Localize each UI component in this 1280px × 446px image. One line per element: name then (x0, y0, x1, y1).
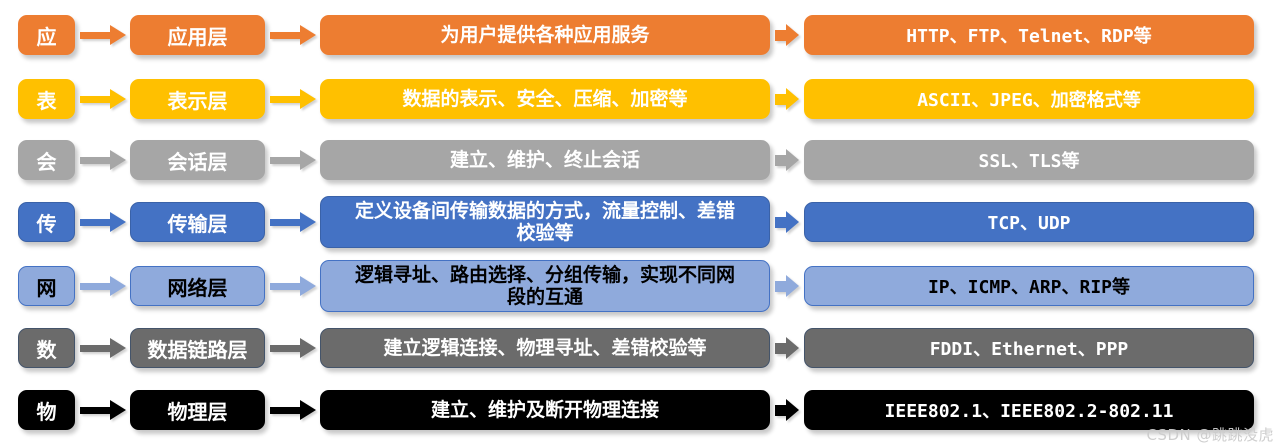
arrow-right-icon (775, 399, 799, 421)
osi-row-session: 会 会话层 建立、维护、终止会话 SSL、TLS等 (0, 132, 1280, 188)
arrow-right-icon (269, 25, 316, 45)
layer-abbr-box: 会 (18, 140, 75, 180)
layer-abbr-box: 网 (18, 266, 75, 306)
arrow-right-icon (79, 25, 126, 45)
layer-description-box: 逻辑寻址、路由选择、分组传输，实现不同网 段的互通 (320, 260, 770, 312)
layer-examples-box: ASCII、JPEG、加密格式等 (804, 79, 1254, 119)
osi-row-transport: 传 传输层 定义设备间传输数据的方式，流量控制、差错 校验等 TCP、UDP (0, 194, 1280, 250)
watermark: CSDN @跳跳没虎 (1146, 426, 1274, 444)
arrow-right-icon (79, 150, 126, 170)
arrow-right-icon (269, 212, 316, 232)
arrow-right-icon (79, 338, 126, 358)
arrow-right-icon (269, 338, 316, 358)
arrow-right-icon (775, 149, 799, 171)
arrow-right-icon (269, 89, 316, 109)
osi-row-network: 网 网络层 逻辑寻址、路由选择、分组传输，实现不同网 段的互通 IP、ICMP、… (0, 258, 1280, 314)
layer-examples-box: FDDI、Ethernet、PPP (804, 328, 1254, 368)
layer-name-box: 物理层 (130, 390, 265, 430)
layer-description-box: 建立、维护及断开物理连接 (320, 390, 770, 430)
arrow-right-icon (79, 400, 126, 420)
arrow-right-icon (269, 276, 316, 296)
osi-row-application: 应 应用层 为用户提供各种应用服务 HTTP、FTP、Telnet、RDP等 (0, 7, 1280, 63)
osi-row-datalink: 数 数据链路层 建立逻辑连接、物理寻址、差错校验等 FDDI、Ethernet、… (0, 320, 1280, 376)
osi-row-presentation: 表 表示层 数据的表示、安全、压缩、加密等 ASCII、JPEG、加密格式等 (0, 71, 1280, 127)
osi-row-physical: 物 物理层 建立、维护及断开物理连接 IEEE802.1、IEEE802.2-8… (0, 382, 1280, 438)
layer-abbr-box: 表 (18, 79, 75, 119)
layer-description-box: 定义设备间传输数据的方式，流量控制、差错 校验等 (320, 196, 770, 248)
layer-name-box: 应用层 (130, 15, 265, 55)
arrow-right-icon (775, 211, 799, 233)
layer-examples-box: TCP、UDP (804, 202, 1254, 242)
layer-name-box: 传输层 (130, 202, 265, 242)
arrow-right-icon (775, 24, 799, 46)
layer-description-box: 为用户提供各种应用服务 (320, 15, 770, 55)
arrow-right-icon (79, 212, 126, 232)
arrow-right-icon (775, 337, 799, 359)
layer-name-box: 数据链路层 (130, 328, 265, 368)
layer-examples-box: IP、ICMP、ARP、RIP等 (804, 266, 1254, 306)
layer-abbr-box: 物 (18, 390, 75, 430)
layer-description-box: 建立逻辑连接、物理寻址、差错校验等 (320, 328, 770, 368)
layer-abbr-box: 数 (18, 328, 75, 368)
arrow-right-icon (79, 89, 126, 109)
arrow-right-icon (79, 276, 126, 296)
layer-name-box: 会话层 (130, 140, 265, 180)
layer-name-box: 网络层 (130, 266, 265, 306)
arrow-right-icon (269, 400, 316, 420)
layer-description-box: 数据的表示、安全、压缩、加密等 (320, 79, 770, 119)
arrow-right-icon (269, 150, 316, 170)
layer-name-box: 表示层 (130, 79, 265, 119)
layer-examples-box: IEEE802.1、IEEE802.2-802.11 (804, 390, 1254, 430)
layer-abbr-box: 传 (18, 202, 75, 242)
layer-description-box: 建立、维护、终止会话 (320, 140, 770, 180)
layer-examples-box: SSL、TLS等 (804, 140, 1254, 180)
arrow-right-icon (775, 88, 799, 110)
layer-examples-box: HTTP、FTP、Telnet、RDP等 (804, 15, 1254, 55)
arrow-right-icon (775, 275, 799, 297)
layer-abbr-box: 应 (18, 15, 75, 55)
